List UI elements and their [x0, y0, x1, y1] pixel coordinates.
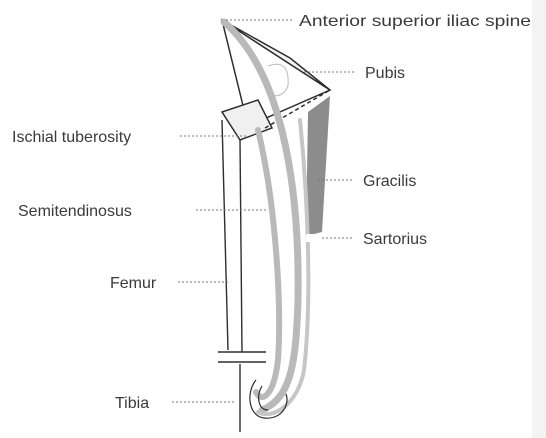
femur-left-edge — [222, 120, 228, 350]
label-asis: Anterior superior iliac spine — [299, 13, 531, 30]
label-femur: Femur — [110, 275, 157, 292]
femur-right-edge — [240, 140, 242, 352]
ischial-tuberosity-shape — [222, 100, 272, 140]
label-semitendinosus: Semitendinosus — [18, 203, 132, 220]
gracilis-muscle — [306, 96, 330, 236]
edge-strip — [532, 0, 546, 438]
semitendinosus-muscle — [256, 130, 279, 397]
label-pubis: Pubis — [365, 65, 405, 82]
label-ischial-tuberosity: Ischial tuberosity — [12, 129, 131, 146]
label-sartorius: Sartorius — [363, 231, 427, 248]
femur — [218, 120, 266, 362]
label-tibia: Tibia — [115, 395, 149, 412]
label-gracilis: Gracilis — [363, 173, 416, 190]
sartorius-gap — [306, 234, 322, 242]
ilium-shape — [222, 20, 330, 90]
